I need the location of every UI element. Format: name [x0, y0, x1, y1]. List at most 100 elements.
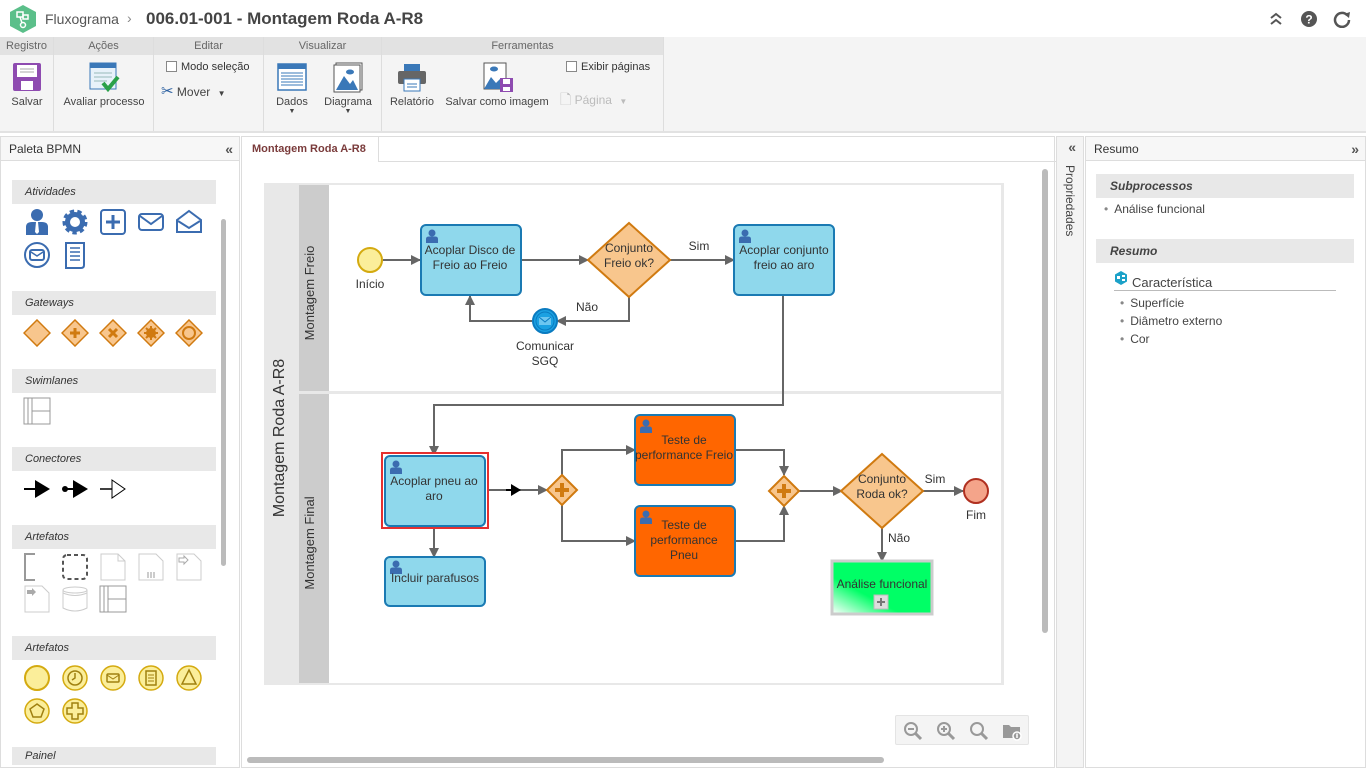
- task-incluir-parafusos[interactable]: Incluir parafusos: [384, 556, 486, 607]
- collapse-right-icon[interactable]: »: [1351, 141, 1359, 157]
- message-event-icon[interactable]: [23, 241, 51, 269]
- swimlane-icon[interactable]: [23, 397, 51, 425]
- parallel-gateway-join[interactable]: [767, 474, 801, 508]
- task-teste-freio[interactable]: Teste de performance Freio: [634, 414, 736, 486]
- connector-handle-icon[interactable]: [511, 484, 521, 496]
- annotation-icon[interactable]: [23, 553, 51, 581]
- folder-export-icon[interactable]: [1002, 721, 1022, 741]
- message-flow-icon[interactable]: [99, 475, 127, 503]
- sequence-flows: [383, 255, 964, 562]
- summary-header: Resumo »: [1086, 137, 1365, 161]
- summary-title: Resumo: [1094, 142, 1139, 156]
- signal-event-icon[interactable]: [175, 664, 203, 692]
- properties-label[interactable]: Propriedades: [1063, 165, 1077, 237]
- tab-montagem-roda[interactable]: Montagem Roda A-R8: [242, 137, 379, 162]
- data-output-icon[interactable]: [23, 585, 51, 613]
- task-acoplar-pneu[interactable]: Acoplar pneu ao aro: [381, 452, 489, 529]
- flow-gw1-msg-nao[interactable]: [556, 296, 630, 326]
- flow-task5-pgw2[interactable]: [735, 449, 789, 476]
- zoom-in-icon[interactable]: [936, 721, 956, 741]
- multiple-event-icon[interactable]: [23, 697, 51, 725]
- task-acoplar-conjunto[interactable]: Acoplar conjunto freio ao aro: [733, 224, 835, 296]
- lane-header-final: [299, 394, 329, 683]
- receive-task-icon[interactable]: [175, 208, 203, 236]
- flow-pgw1-task6[interactable]: [561, 505, 636, 546]
- data-table-icon: [277, 63, 307, 91]
- report-button[interactable]: Relatório: [388, 61, 436, 108]
- refresh-icon[interactable]: [1333, 10, 1351, 28]
- sequence-flow-icon[interactable]: [23, 475, 51, 503]
- data-store-icon[interactable]: [61, 585, 89, 613]
- complex-gateway-icon[interactable]: [137, 319, 165, 347]
- service-task-icon[interactable]: [61, 208, 89, 236]
- subprocess-analise-funcional[interactable]: Análise funcional: [830, 559, 934, 616]
- parallel-event-icon[interactable]: [61, 697, 89, 725]
- task-label: Freio ao Freio: [433, 258, 508, 272]
- parallel-gateway-icon[interactable]: [61, 319, 89, 347]
- flow-task6-pgw2[interactable]: [735, 505, 789, 542]
- script-task-icon[interactable]: [61, 241, 89, 269]
- move-dropdown[interactable]: ✂ Mover ▼: [161, 82, 226, 100]
- properties-panel-collapsed[interactable]: « Propriedades: [1056, 136, 1084, 768]
- expand-properties-icon[interactable]: «: [1068, 139, 1076, 155]
- flow-task2-task3[interactable]: [429, 296, 784, 456]
- flow-label-nao-2: Não: [888, 531, 910, 545]
- parallel-gateway-split[interactable]: [545, 473, 579, 507]
- canvas-vertical-scrollbar[interactable]: [1042, 169, 1048, 633]
- data-label: Dados: [276, 96, 308, 108]
- checkbox-box[interactable]: [166, 61, 177, 72]
- diagram-button[interactable]: Diagrama ▼: [320, 61, 376, 115]
- conditional-flow-icon[interactable]: [61, 475, 89, 503]
- page-dropdown[interactable]: 🗋 Página ▼: [560, 89, 627, 113]
- message-event-comunicar-sgq[interactable]: [532, 308, 558, 334]
- breadcrumb-fluxograma[interactable]: Fluxograma: [45, 11, 119, 27]
- lane-artifact-icon[interactable]: [99, 585, 127, 613]
- dropdown-arrow-icon: ▼: [344, 108, 352, 115]
- help-icon[interactable]: ?: [1300, 10, 1318, 28]
- flow-pgw1-task5[interactable]: [561, 445, 636, 475]
- palette-section-painel: Painel: [12, 747, 216, 765]
- inclusive-gateway-icon[interactable]: [175, 319, 203, 347]
- group-title: Visualizar: [264, 37, 381, 55]
- xor-gateway-icon[interactable]: [99, 319, 127, 347]
- data-button[interactable]: Dados ▼: [270, 61, 314, 115]
- message-start-event-icon[interactable]: [99, 664, 127, 692]
- subprocess-icon[interactable]: [99, 208, 127, 236]
- user-task-icon[interactable]: [23, 208, 51, 236]
- data-input-icon[interactable]: [175, 553, 203, 581]
- canvas-horizontal-scrollbar[interactable]: [247, 757, 884, 763]
- end-event[interactable]: [963, 478, 989, 504]
- flow-msg-task1[interactable]: [465, 295, 532, 322]
- subprocess-item[interactable]: Análise funcional: [1104, 202, 1205, 216]
- start-event-icon[interactable]: [23, 664, 51, 692]
- exclusive-gateway-icon[interactable]: [23, 319, 51, 347]
- save-as-image-button[interactable]: Salvar como imagem: [444, 61, 550, 108]
- zoom-fit-icon[interactable]: [969, 721, 989, 741]
- timer-event-icon[interactable]: [61, 664, 89, 692]
- page-label: Página: [574, 93, 612, 107]
- checkbox-box[interactable]: [566, 61, 577, 72]
- palette-scrollbar[interactable]: [221, 219, 226, 566]
- gateway-conjunto-freio[interactable]: Conjunto Freio ok?: [586, 221, 672, 299]
- task-teste-pneu[interactable]: Teste de performance Pneu: [634, 505, 736, 577]
- lane-montagem-freio[interactable]: [299, 185, 1001, 391]
- group-icon[interactable]: [61, 553, 89, 581]
- gateway-label: Freio ok?: [604, 256, 654, 270]
- conditional-event-icon[interactable]: [137, 664, 165, 692]
- gateway-conjunto-roda[interactable]: Conjunto Roda ok?: [839, 452, 925, 530]
- evaluate-process-button[interactable]: Avaliar processo: [60, 61, 148, 108]
- show-pages-checkbox[interactable]: Exibir páginas: [566, 61, 650, 73]
- collapse-up-icon[interactable]: [1267, 10, 1285, 28]
- task-acoplar-disco[interactable]: Acoplar Disco de Freio ao Freio: [420, 224, 522, 296]
- collapse-left-icon[interactable]: «: [225, 141, 233, 157]
- selection-mode-checkbox[interactable]: Modo seleção: [166, 61, 250, 73]
- save-button[interactable]: Salvar: [6, 61, 48, 108]
- zoom-out-icon[interactable]: [903, 721, 923, 741]
- start-event[interactable]: [357, 247, 383, 273]
- data-collection-icon[interactable]: [137, 553, 165, 581]
- data-object-icon[interactable]: [99, 553, 127, 581]
- evaluate-process-icon: [89, 62, 120, 93]
- message-event-label: Comunicar: [516, 339, 574, 353]
- send-task-icon[interactable]: [137, 208, 165, 236]
- bpmn-diagram: Montagem Roda A-R8 Montagem Freio Montag…: [264, 183, 1004, 685]
